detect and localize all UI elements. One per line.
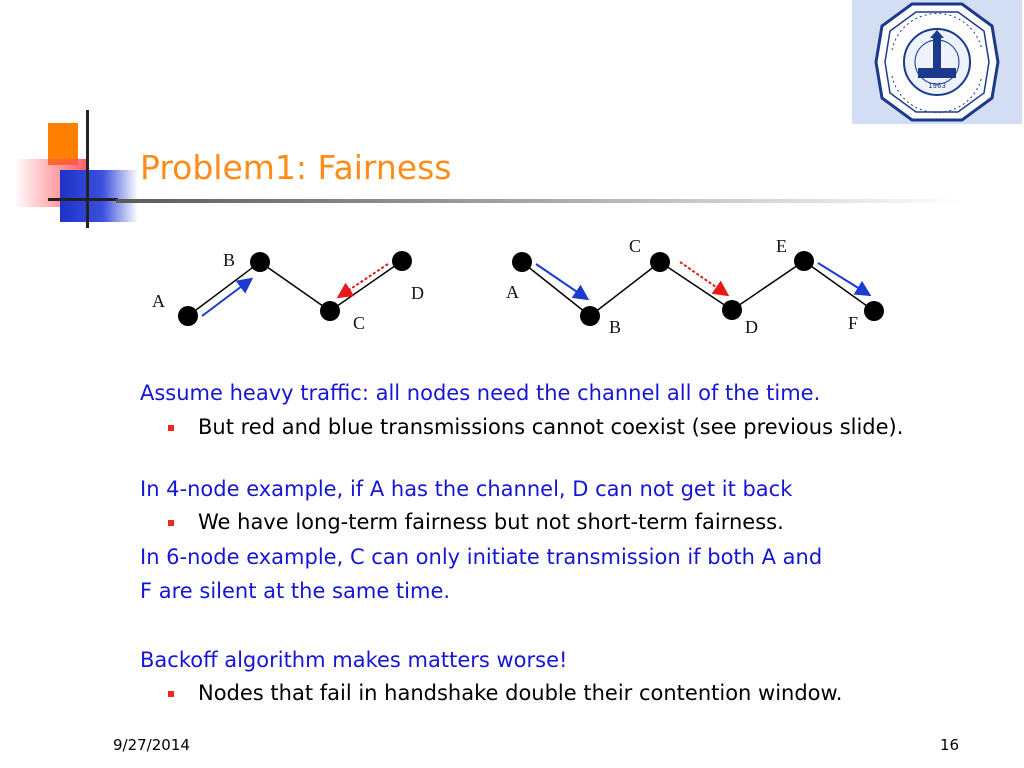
university-seal-icon: 1963 [874, 2, 1000, 122]
body-line-six-node-a: In 6-node example, C can only initiate t… [140, 545, 823, 569]
logo-year-lettering: 1963 [928, 82, 946, 90]
footer-page-number: 16 [940, 736, 960, 754]
node-label-a: A [152, 291, 165, 311]
university-logo: 1963 [852, 0, 1022, 124]
edge-d-e [731, 260, 805, 311]
node-label-d: D [745, 317, 758, 337]
node-d [722, 300, 742, 320]
bullet-square-icon [168, 425, 174, 431]
node-label-f: F [848, 313, 858, 333]
edge-c-d [329, 260, 403, 312]
network-diagram: A B C D A B C D E F [152, 236, 884, 337]
node-c [320, 301, 340, 321]
blue-transmission-arrow-right [817, 262, 872, 297]
node-f [864, 301, 884, 321]
node-label-c: C [353, 313, 365, 333]
blue-transmission-arrow [201, 277, 254, 317]
node-label-c: C [629, 236, 641, 256]
node-label-a: A [506, 282, 519, 302]
node-d [392, 251, 412, 271]
bullet-square-icon [168, 520, 174, 526]
red-transmission-arrow [336, 263, 389, 299]
decoration-blue-gradient [60, 170, 138, 222]
node-label-d: D [411, 283, 424, 303]
blue-transmission-arrow-left [535, 263, 590, 301]
four-node-diagram: A B C D [152, 250, 424, 333]
body-line-four-node: In 4-node example, if A has the channel,… [140, 477, 793, 501]
decoration-horizontal-line [48, 198, 118, 201]
bullet-text-fairness: We have long-term fairness but not short… [198, 510, 784, 534]
slide-title: Problem1: Fairness [140, 148, 452, 187]
node-b [580, 306, 600, 326]
node-b [250, 252, 270, 272]
bullet-item-fairness: We have long-term fairness but not short… [168, 510, 968, 534]
bullet-item-contention: Nodes that fail in handshake double thei… [168, 681, 988, 705]
bullet-text-coexist: But red and blue transmissions cannot co… [198, 415, 904, 439]
six-node-diagram: A B C D E F [506, 236, 884, 337]
node-label-b: B [609, 317, 621, 337]
body-line-six-node-b: F are silent at the same time. [140, 579, 451, 603]
bullet-item-coexist: But red and blue transmissions cannot co… [168, 415, 968, 439]
edge-a-b [187, 261, 261, 317]
bullet-square-icon [168, 691, 174, 697]
edge-c-d [659, 261, 733, 311]
title-underline-rule [116, 199, 966, 203]
node-c [650, 252, 670, 272]
edge-b-c [259, 261, 331, 312]
decoration-orange-square [48, 123, 78, 165]
decoration-vertical-line [86, 110, 89, 228]
node-label-e: E [776, 236, 787, 256]
node-a [512, 252, 532, 272]
body-line-backoff: Backoff algorithm makes matters worse! [140, 648, 568, 672]
footer-date: 9/27/2014 [113, 736, 190, 754]
node-label-b: B [223, 250, 235, 270]
node-e [794, 251, 814, 271]
body-line-heavy-traffic: Assume heavy traffic: all nodes need the… [140, 381, 821, 405]
bullet-text-contention: Nodes that fail in handshake double thei… [198, 681, 843, 705]
edge-b-c [589, 261, 661, 317]
edge-e-f [803, 260, 875, 312]
edge-a-b [521, 261, 591, 317]
red-transmission-arrow [679, 261, 730, 297]
node-a [178, 306, 198, 326]
